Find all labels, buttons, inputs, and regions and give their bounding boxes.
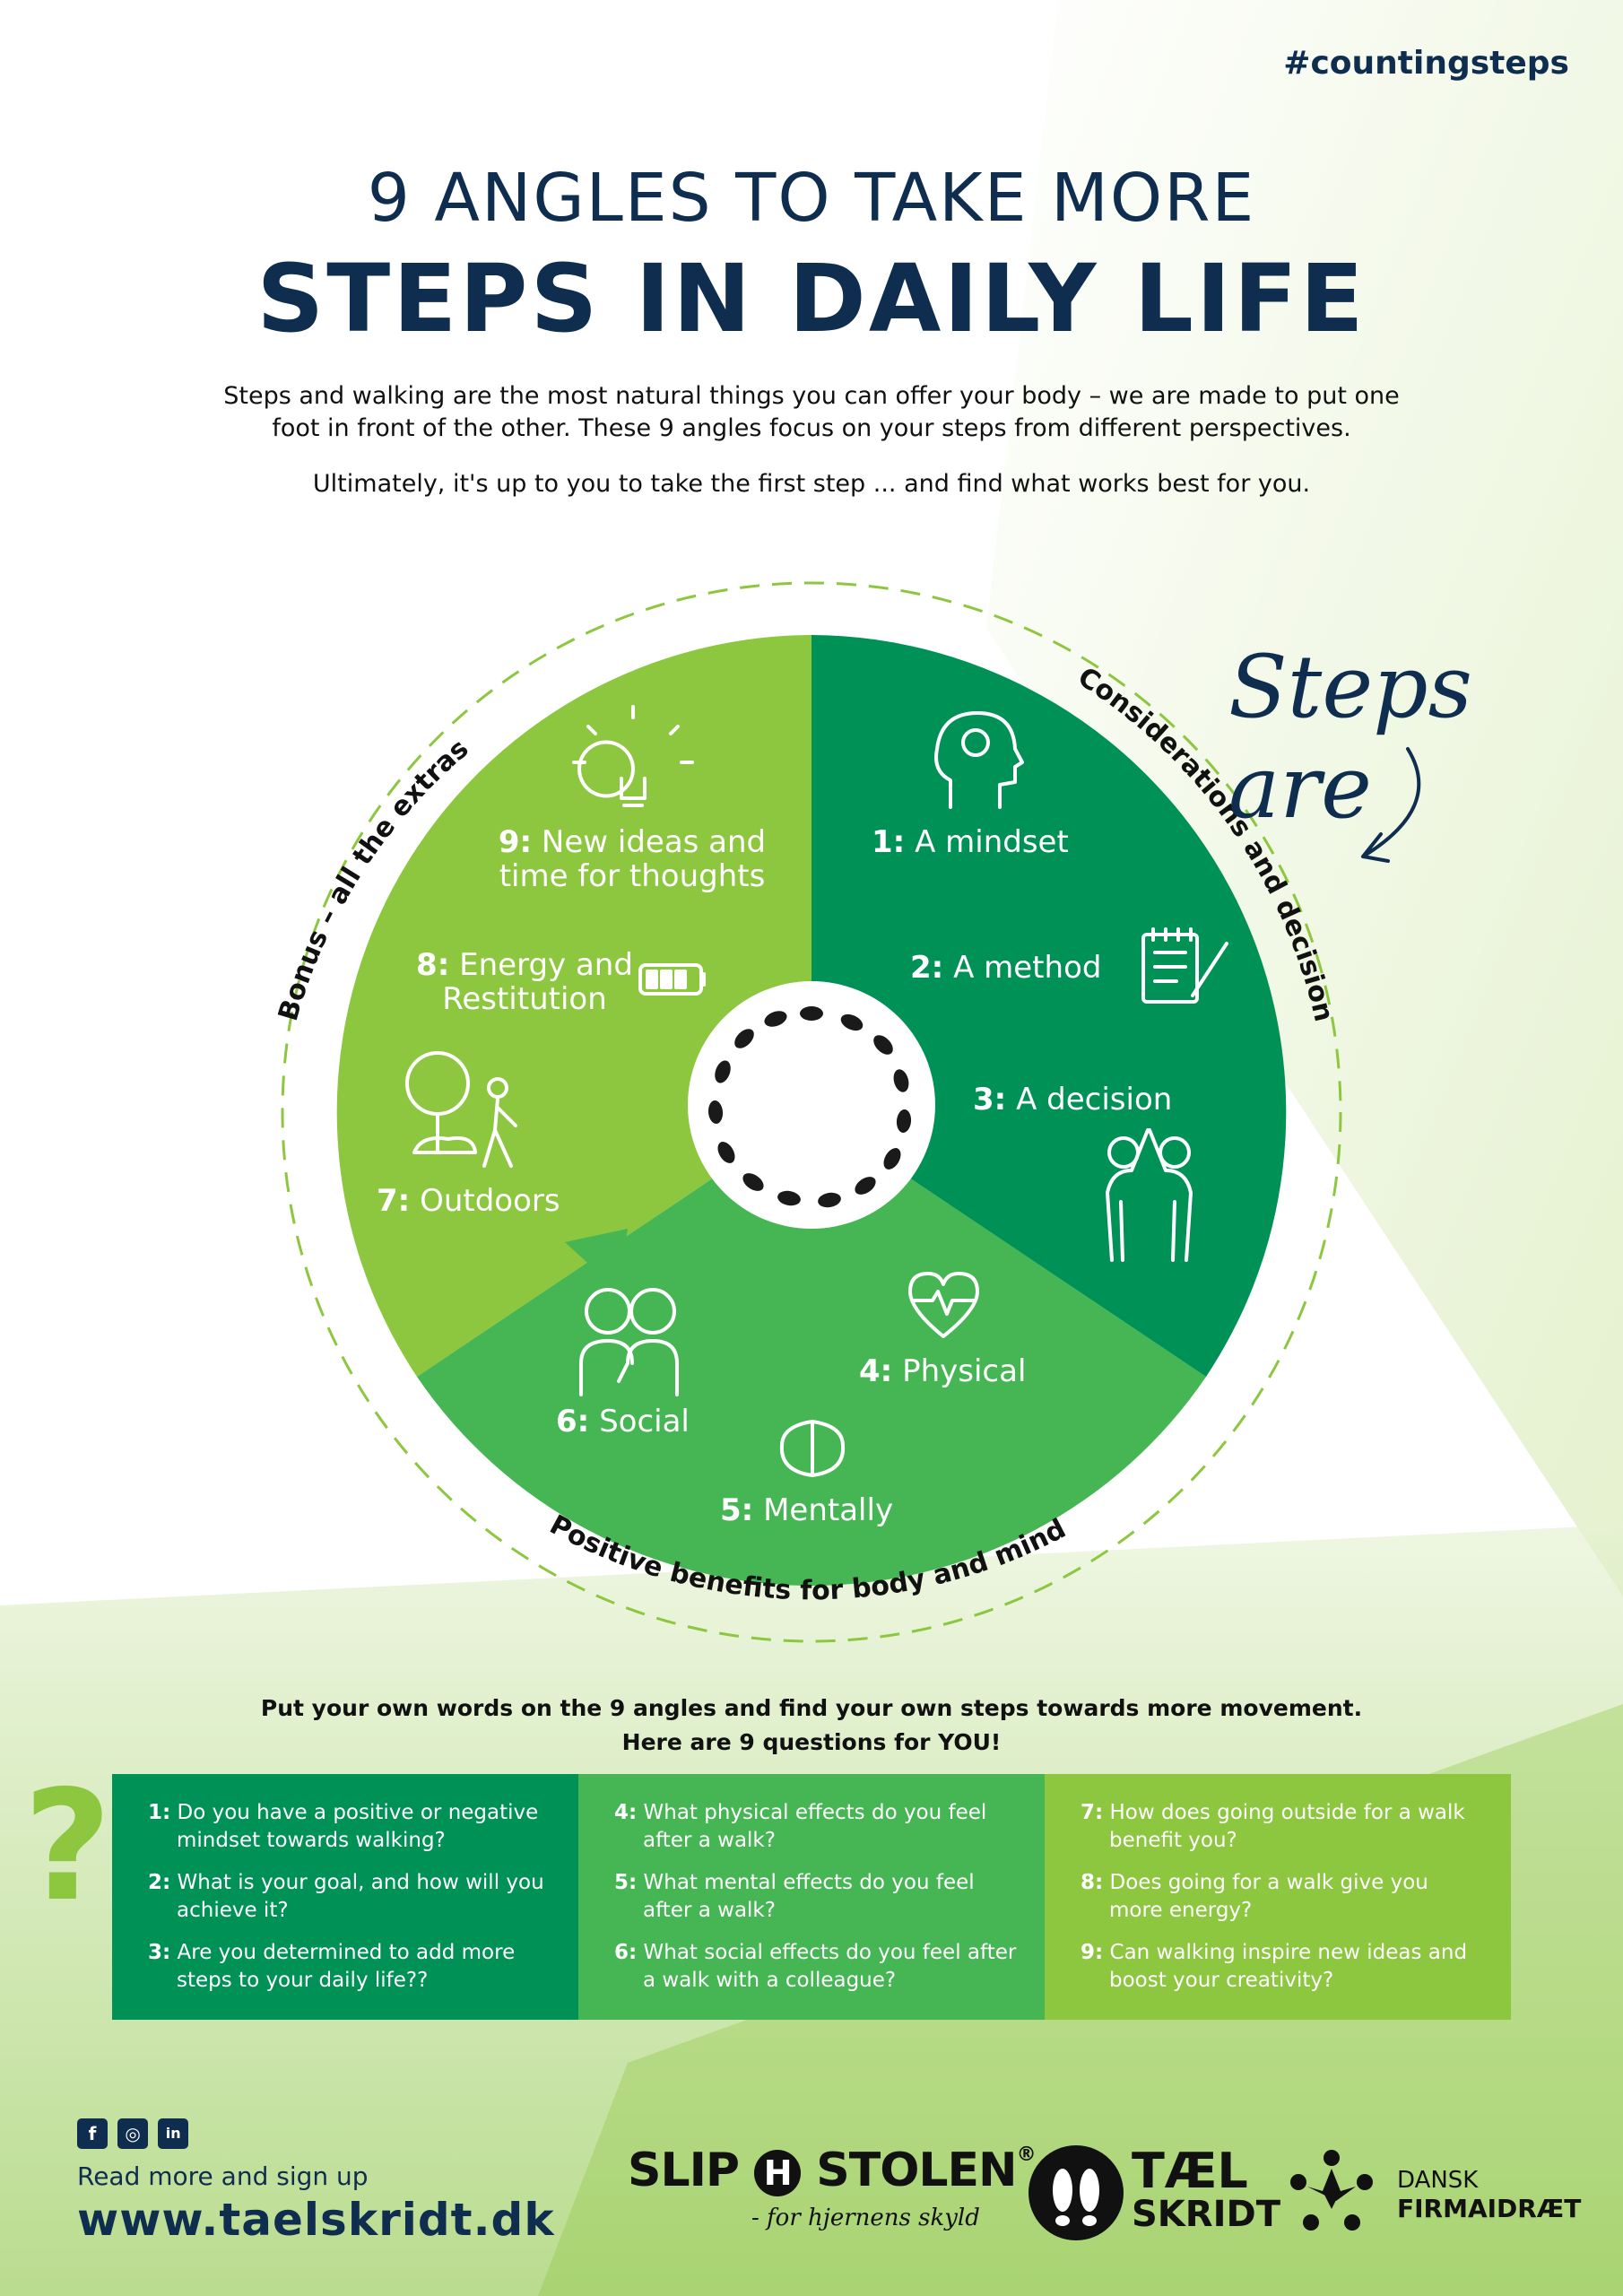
read-more-text: Read more and sign up — [77, 2161, 369, 2191]
question-item: 6: What social effects do you feel after… — [614, 1941, 1017, 1992]
linkedin-icon[interactable]: in — [158, 2118, 189, 2149]
questions-box-1: 1: Do you have a positive or negative mi… — [112, 1774, 578, 2020]
question-item: 2: What is your goal, and how will you a… — [148, 1871, 544, 1922]
question-item: 5: What mental effects do you feel after… — [614, 1871, 975, 1922]
notepad-pencil-icon — [1141, 927, 1228, 1004]
angle-label-1: 1: A mindset — [872, 824, 1069, 860]
intro-paragraph: Steps and walking are the most natural t… — [223, 382, 1400, 442]
notch-top — [812, 789, 838, 861]
notch-right — [1013, 1265, 1067, 1309]
sector-benefits — [417, 1112, 1206, 1586]
tree-walker-icon — [405, 1051, 517, 1168]
questions-prompt: Put your own words on the 9 angles and f… — [260, 1695, 1363, 1755]
question-item: 9: Can walking inspire new ideas and boo… — [1081, 1941, 1468, 1992]
tael-logo-word-2: SKRIDT — [1132, 2194, 1280, 2235]
sector-considerations — [812, 635, 1287, 1377]
slip-stolen-tagline: - for hjernens skyld — [751, 2205, 980, 2231]
footprints-logo-icon — [1028, 2145, 1124, 2240]
high-five-icon — [1106, 1128, 1193, 1262]
dansk-firmaidraet-logo-icon — [1290, 2150, 1373, 2231]
brain-icon — [779, 1420, 846, 1477]
lightbulb-icon — [572, 705, 694, 807]
question-item: 3: Are you determined to add more steps … — [148, 1941, 516, 1992]
slip-stolen-logo: SLIP H STOLEN® — [628, 2144, 1037, 2197]
angle-label-3: 3: A decision — [973, 1082, 1173, 1118]
head-gear-icon — [934, 711, 1024, 809]
instagram-icon[interactable]: ◎ — [117, 2118, 149, 2149]
battery-icon — [638, 963, 706, 996]
steps-are-handwriting: Steps are — [1228, 637, 1472, 838]
questions-box-2: 4: What physical effects do you feel aft… — [578, 1774, 1045, 2020]
hashtag: #countingsteps — [1283, 45, 1569, 82]
intro-closing: Ultimately, it's up to you to take the f… — [312, 470, 1311, 498]
sector-bonus — [336, 635, 812, 1377]
angle-label-2: 2: A method — [910, 950, 1102, 986]
footprints-ring-icon — [707, 1006, 912, 1208]
slip-stolen-h-icon: H — [754, 2150, 802, 2196]
question-item: 4: What physical effects do you feel aft… — [614, 1801, 987, 1852]
angle-label-4: 4: Physical — [859, 1353, 1027, 1389]
page-title-line2: STEPS IN DAILY LIFE — [256, 244, 1367, 353]
angle-label-5: 5: Mentally — [720, 1492, 894, 1528]
question-item: 7: How does going outside for a walk ben… — [1081, 1801, 1465, 1852]
heart-pulse-icon — [908, 1272, 979, 1338]
dashed-ring — [281, 581, 1342, 1643]
dansk-logo-word-2: FIRMAIDRÆT — [1397, 2194, 1582, 2223]
question-mark-icon: ? — [23, 1758, 112, 1935]
social-links: f ◎ in — [77, 2118, 194, 2149]
notch-left — [565, 1229, 628, 1292]
questions-box-3: 7: How does going outside for a walk ben… — [1045, 1774, 1511, 2020]
angle-label-7: 7: Outdoors — [377, 1183, 560, 1219]
page-title-line1: 9 ANGLES TO TAKE MORE — [367, 160, 1256, 237]
question-item: 8: Does going for a walk give you more e… — [1081, 1871, 1428, 1922]
two-people-icon — [579, 1288, 679, 1396]
arrow-icon — [1361, 747, 1421, 863]
website-link[interactable]: www.taelskridt.dk — [77, 2194, 555, 2246]
question-item: 1: Do you have a positive or negative mi… — [148, 1801, 539, 1852]
angle-label-6: 6: Social — [556, 1404, 690, 1439]
facebook-icon[interactable]: f — [77, 2118, 108, 2149]
tael-logo-word-1: TÆL — [1132, 2143, 1248, 2199]
dansk-logo-word-1: DANSK — [1397, 2167, 1479, 2194]
